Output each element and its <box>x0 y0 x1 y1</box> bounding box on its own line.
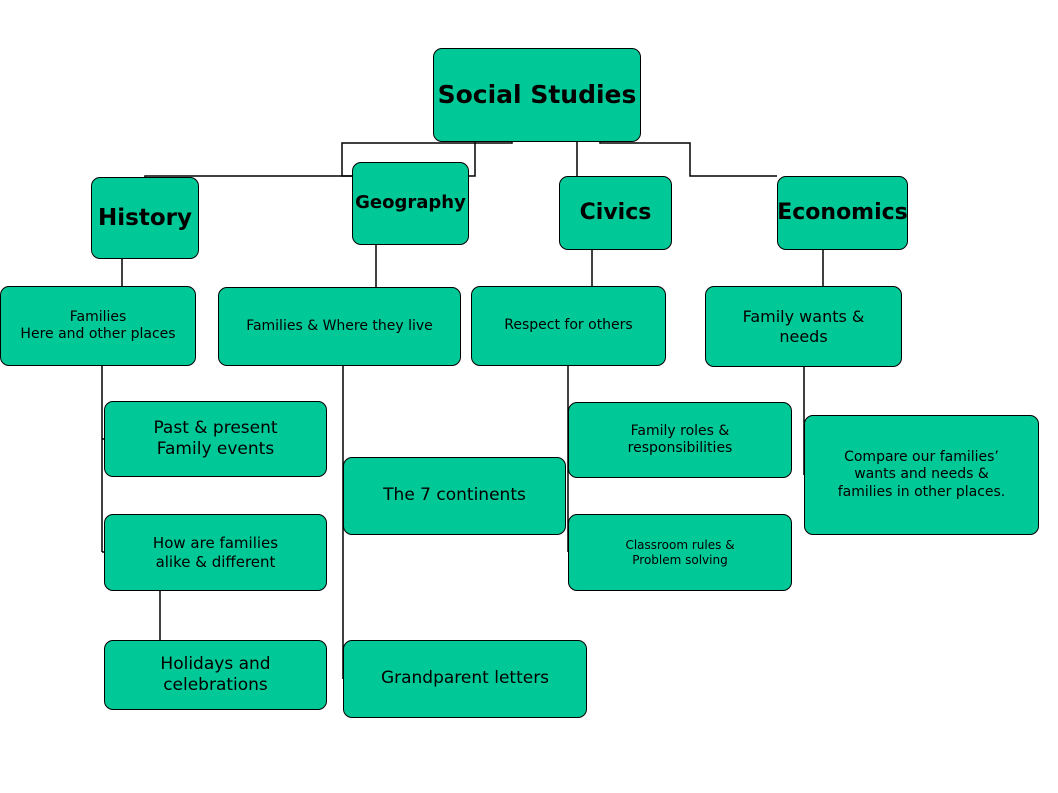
node-families-where-they-live: Families & Where they live <box>218 287 461 366</box>
node-past-present-family-events: Past & present Family events <box>104 401 327 477</box>
node-family-roles: Family roles & responsibilities <box>568 402 792 478</box>
node-classroom-rules: Classroom rules & Problem solving <box>568 514 792 591</box>
node-economics: Economics <box>777 176 908 250</box>
connector-root-history <box>144 142 476 177</box>
node-compare-families: Compare our families’ wants and needs & … <box>804 415 1039 535</box>
node-civics: Civics <box>559 176 672 250</box>
node-grandparent-letters: Grandparent letters <box>343 640 587 718</box>
node-family-wants-needs: Family wants & needs <box>705 286 902 367</box>
node-geography: Geography <box>352 162 469 245</box>
node-history: History <box>91 177 199 259</box>
node-social-studies: Social Studies <box>433 48 641 142</box>
node-seven-continents: The 7 continents <box>343 457 566 535</box>
connector-root-geography <box>341 142 513 177</box>
node-holidays-celebrations: Holidays and celebrations <box>104 640 327 710</box>
node-families-here-and-other-places: Families Here and other places <box>0 286 196 366</box>
node-respect-for-others: Respect for others <box>471 286 666 366</box>
connector-root-economics <box>599 142 777 177</box>
node-families-alike-different: How are families alike & different <box>104 514 327 591</box>
